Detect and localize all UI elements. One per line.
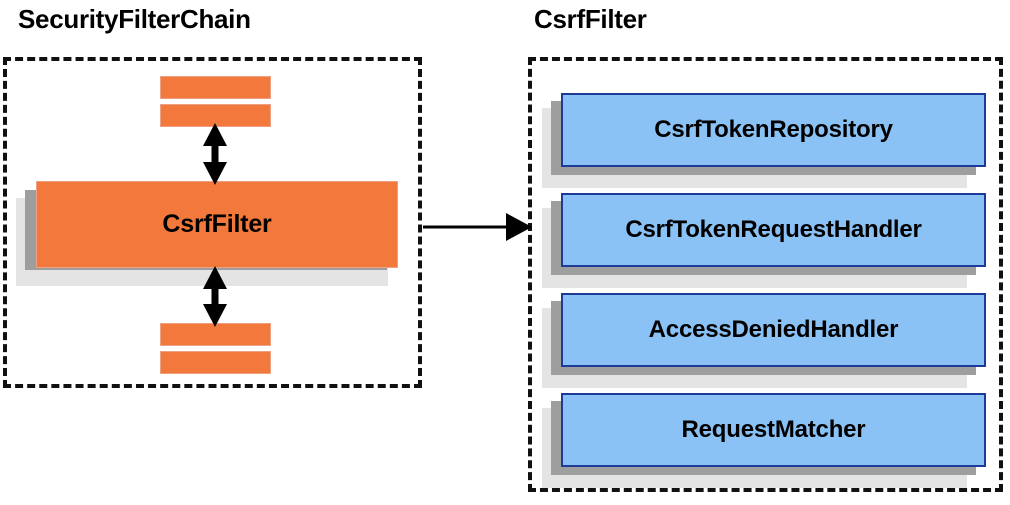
filter-bar-top-1 — [160, 76, 271, 99]
panel-title-security-filter-chain: SecurityFilterChain — [18, 4, 251, 34]
collaborator-box-accessdeniedhandler-label: AccessDeniedHandler — [648, 316, 899, 343]
collaborator-box-accessdeniedhandler[interactable]: AccessDeniedHandler — [561, 293, 986, 367]
filter-box-csrffilter-label: CsrfFilter — [162, 210, 272, 238]
collaborator-box-csrftokenrequesthandler-label: CsrfTokenRequestHandler — [625, 216, 922, 243]
filter-bar-bottom-1 — [160, 323, 271, 346]
panel-title-csrf-filter: CsrfFilter — [534, 4, 647, 34]
filter-box-csrffilter[interactable]: CsrfFilter — [36, 181, 398, 268]
panel-security-filter-chain — [3, 57, 422, 388]
connector-securityfilterchain-to-csrffilter — [423, 213, 532, 241]
collaborator-box-csrftokenrepository[interactable]: CsrfTokenRepository — [561, 93, 986, 167]
filter-bar-bottom-2 — [160, 351, 271, 374]
collaborator-box-requestmatcher[interactable]: RequestMatcher — [561, 393, 986, 467]
filter-bar-top-2 — [160, 104, 271, 127]
collaborator-box-csrftokenrepository-label: CsrfTokenRepository — [654, 116, 893, 143]
collaborator-box-requestmatcher-label: RequestMatcher — [681, 416, 866, 443]
panel-csrf-filter — [528, 57, 1003, 492]
collaborator-box-csrftokenrequesthandler[interactable]: CsrfTokenRequestHandler — [561, 193, 986, 267]
